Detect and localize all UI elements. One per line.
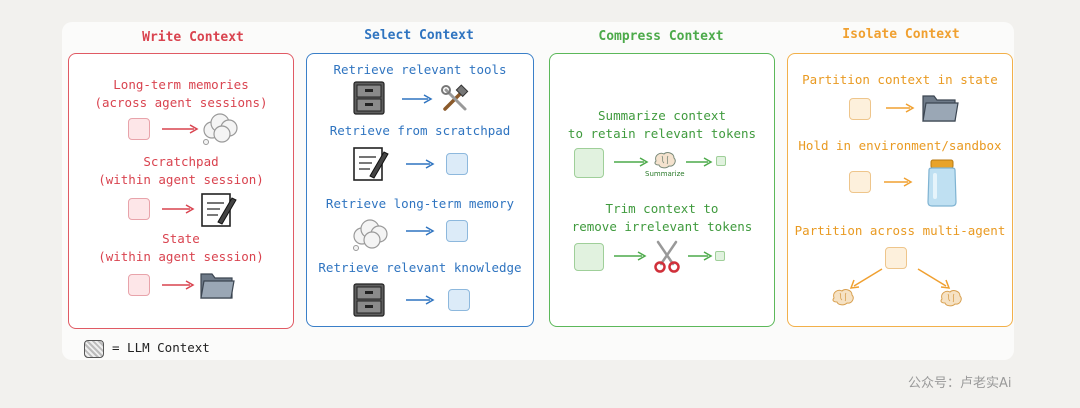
write-item-2-sub: (within agent session) <box>98 172 264 187</box>
llm-context-box <box>446 153 468 175</box>
isolate-item-3: Partition across multi-agent <box>794 223 1006 238</box>
arrow-icon <box>162 124 199 134</box>
llm-context-box <box>128 118 150 140</box>
compress-item-2-sub: remove irrelevant tokens <box>571 219 753 234</box>
write-item-1-sub: (across agent sessions) <box>94 95 268 110</box>
select-item-4: Retrieve relevant knowledge <box>318 260 522 275</box>
llm-context-box <box>128 198 150 220</box>
isolate-panel <box>787 53 1013 327</box>
isolate-item-1: Partition context in state <box>802 72 998 87</box>
llm-context-box <box>448 289 470 311</box>
arrow-icon <box>886 103 915 113</box>
arrow-icon <box>849 268 883 289</box>
arrow-icon <box>162 204 195 214</box>
arrow-icon <box>406 226 435 236</box>
jar-icon <box>927 159 957 207</box>
compress-title: Compress Context <box>598 29 724 44</box>
notepad-icon <box>353 147 389 181</box>
llm-context-box <box>574 148 604 178</box>
brain-icon <box>940 290 962 307</box>
arrow-icon <box>406 159 435 169</box>
select-item-2: Retrieve from scratchpad <box>329 123 511 138</box>
arrow-icon <box>162 280 195 290</box>
arrow-icon <box>402 94 433 104</box>
watermark: 公众号：卢老实Ai <box>908 376 1012 391</box>
select-panel <box>306 53 534 327</box>
select-item-3: Retrieve long-term memory <box>325 196 515 211</box>
cloud-icon <box>203 113 238 145</box>
folder-icon <box>922 95 959 122</box>
brain-icon <box>832 289 854 306</box>
tools-icon <box>441 84 469 111</box>
write-item-2: Scratchpad <box>143 154 219 169</box>
write-panel <box>68 53 294 329</box>
arrow-icon <box>614 251 647 261</box>
llm-context-box <box>446 220 468 242</box>
write-item-3-sub: (within agent session) <box>98 249 264 264</box>
llm-context-box <box>574 243 604 271</box>
llm-context-box <box>716 156 726 166</box>
scissors-icon <box>654 240 680 273</box>
summarize-label: Summarize <box>645 170 685 178</box>
compress-item-1: Summarize context <box>598 108 726 123</box>
write-title: Write Context <box>142 30 244 45</box>
llm-context-box <box>849 171 871 193</box>
select-title: Select Context <box>364 28 474 43</box>
cabinet-icon <box>353 81 385 115</box>
legend-label: = LLM Context <box>112 340 210 355</box>
arrow-icon <box>686 157 713 167</box>
brain-icon <box>654 152 676 169</box>
arrow-icon <box>406 295 435 305</box>
write-item-3: State <box>162 231 200 246</box>
compress-item-1-sub: to retain relevant tokens <box>567 126 757 141</box>
arrow-icon <box>917 268 951 289</box>
llm-context-box <box>885 247 907 269</box>
isolate-title: Isolate Context <box>842 27 960 42</box>
arrow-icon <box>614 157 649 167</box>
cloud-icon <box>353 219 388 251</box>
compress-item-2: Trim context to <box>605 201 719 216</box>
arrow-icon <box>688 251 713 261</box>
llm-context-box <box>715 251 725 261</box>
write-item-1: Long-term memories <box>113 77 249 92</box>
llm-context-box <box>128 274 150 296</box>
arrow-icon <box>884 177 913 187</box>
legend-swatch <box>84 340 104 358</box>
cabinet-icon <box>353 283 385 317</box>
notepad-icon <box>201 193 237 227</box>
folder-icon <box>200 273 235 299</box>
isolate-item-2: Hold in environment/sandbox <box>798 138 1002 153</box>
select-item-1: Retrieve relevant tools <box>333 62 507 77</box>
compress-panel <box>549 53 775 327</box>
llm-context-box <box>849 98 871 120</box>
